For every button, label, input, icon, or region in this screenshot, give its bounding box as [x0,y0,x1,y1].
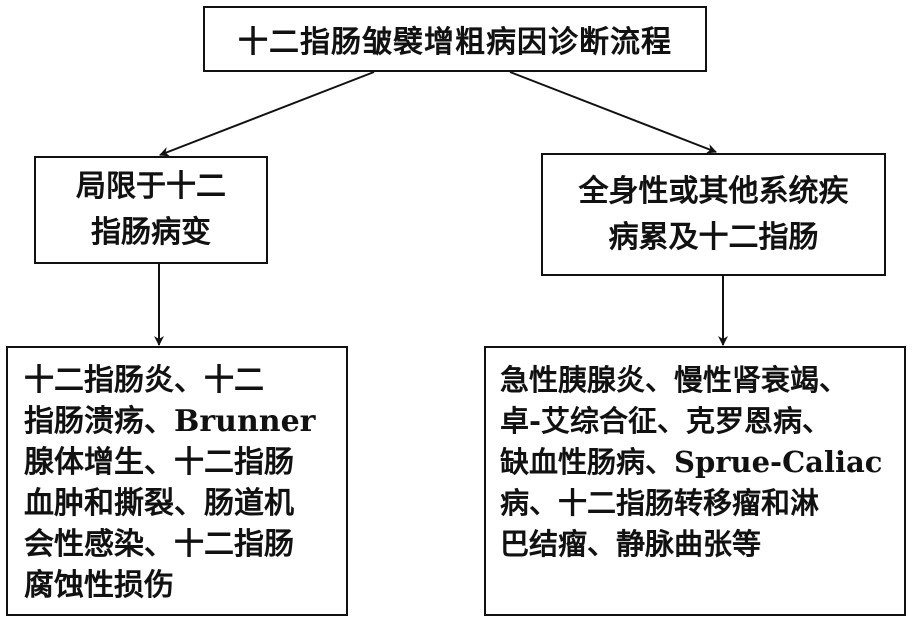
root-node-label: 十二指肠皱襞增粗病因诊断流程 [238,25,672,60]
arrow-root-to-left [159,71,375,157]
branch-node-systemic-label: 全身性或其他系统疾 病累及十二指肠 [578,173,849,255]
branch-node-local-label: 局限于十二 指肠病变 [76,169,226,250]
detail-node-systemic-text: 急性胰腺炎、慢性肾衰竭、 卓-艾综合征、克罗恩病、 缺血性肠病、Sprue-Ca… [500,363,883,561]
detail-node-systemic: 急性胰腺炎、慢性肾衰竭、 卓-艾综合征、克罗恩病、 缺血性肠病、Sprue-Ca… [484,346,906,616]
detail-node-local: 十二指肠炎、十二 指肠溃疡、Brunner 腺体增生、十二指肠 血肿和撕裂、肠道… [6,346,348,616]
branch-node-systemic: 全身性或其他系统疾 病累及十二指肠 [541,153,886,276]
root-node: 十二指肠皱襞增粗病因诊断流程 [203,6,707,72]
arrow-root-to-right [509,71,717,154]
detail-node-local-text: 十二指肠炎、十二 指肠溃疡、Brunner 腺体增生、十二指肠 血肿和撕裂、肠道… [24,363,316,603]
branch-node-local: 局限于十二 指肠病变 [34,156,268,264]
